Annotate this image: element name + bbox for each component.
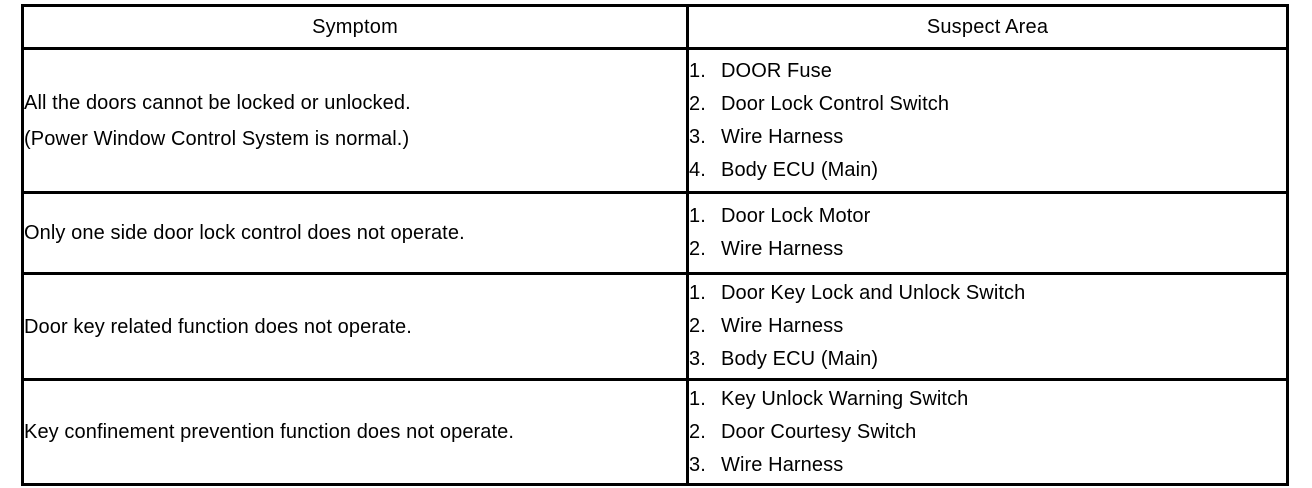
symptom-cell: All the doors cannot be locked or unlock… <box>21 47 689 194</box>
suspect-area-list: 1. Key Unlock Warning Switch 2. Door Cou… <box>689 383 1286 482</box>
table-row: All the doors cannot be locked or unlock… <box>21 47 1289 194</box>
list-item-label: Wire Harness <box>721 125 844 148</box>
list-item-label: Wire Harness <box>721 453 844 476</box>
list-item-number: 2. <box>689 238 706 260</box>
table-row: Key confinement prevention function does… <box>21 378 1289 486</box>
suspect-area-cell: 1. Door Key Lock and Unlock Switch 2. Wi… <box>686 272 1289 381</box>
list-item: 3. Body ECU (Main) <box>689 343 1286 376</box>
list-item: 1. DOOR Fuse <box>689 55 1286 88</box>
header-row: Symptom Suspect Area <box>21 4 1289 50</box>
table-row: Door key related function does not opera… <box>21 272 1289 381</box>
list-item-label: Wire Harness <box>721 238 844 260</box>
suspect-area-cell: 1. Key Unlock Warning Switch 2. Door Cou… <box>686 378 1289 486</box>
symptom-line: All the doors cannot be locked or unlock… <box>24 91 411 114</box>
list-item: 1. Door Key Lock and Unlock Switch <box>689 277 1286 310</box>
list-item-number: 1. <box>689 205 706 227</box>
list-item: 2. Door Lock Control Switch <box>689 88 1286 121</box>
list-item-number: 2. <box>689 420 706 443</box>
list-item-label: Body ECU (Main) <box>721 348 879 370</box>
symptom-line: Only one side door lock control does not… <box>24 222 465 244</box>
list-item-number: 1. <box>689 387 706 410</box>
list-item: 3. Wire Harness <box>689 449 1286 482</box>
column-header-symptom-label: Symptom <box>312 16 398 38</box>
list-item-number: 2. <box>689 315 706 337</box>
troubleshooting-table: Symptom Suspect Area All the doors canno… <box>21 4 1289 486</box>
list-item-label: Wire Harness <box>721 315 844 337</box>
symptom-line: (Power Window Control System is normal.) <box>24 127 410 150</box>
symptom-text: Key confinement prevention function does… <box>24 414 686 450</box>
list-item: 3. Wire Harness <box>689 121 1286 154</box>
column-header-suspect-area-label: Suspect Area <box>926 16 1049 38</box>
table-body: All the doors cannot be locked or unlock… <box>21 47 1289 486</box>
list-item-label: Door Key Lock and Unlock Switch <box>721 282 1026 304</box>
list-item: 1. Key Unlock Warning Switch <box>689 383 1286 416</box>
symptom-cell: Door key related function does not opera… <box>21 272 689 381</box>
list-item-label: Key Unlock Warning Switch <box>721 387 969 410</box>
list-item-label: DOOR Fuse <box>721 59 832 82</box>
symptom-text: Only one side door lock control does not… <box>24 215 686 251</box>
symptom-cell: Key confinement prevention function does… <box>21 378 689 486</box>
suspect-area-cell: 1. Door Lock Motor 2. Wire Harness <box>686 191 1289 275</box>
list-item-number: 3. <box>689 348 706 370</box>
table-row: Only one side door lock control does not… <box>21 191 1289 275</box>
suspect-area-list: 1. Door Key Lock and Unlock Switch 2. Wi… <box>689 277 1286 376</box>
list-item: 4. Body ECU (Main) <box>689 154 1286 187</box>
symptom-text: Door key related function does not opera… <box>24 309 686 345</box>
list-item-number: 1. <box>689 282 706 304</box>
list-item-label: Door Lock Control Switch <box>721 92 950 115</box>
list-item: 2. Wire Harness <box>689 310 1286 343</box>
column-header-symptom: Symptom <box>21 4 689 50</box>
list-item-number: 3. <box>689 125 706 148</box>
suspect-area-cell: 1. DOOR Fuse 2. Door Lock Control Switch… <box>686 47 1289 194</box>
list-item-label: Door Courtesy Switch <box>721 420 917 443</box>
list-item-label: Body ECU (Main) <box>721 158 879 181</box>
symptom-line: Key confinement prevention function does… <box>24 421 515 443</box>
list-item: 1. Door Lock Motor <box>689 200 1286 233</box>
list-item-number: 2. <box>689 92 706 115</box>
table-header: Symptom Suspect Area <box>21 4 1289 50</box>
suspect-area-list: 1. Door Lock Motor 2. Wire Harness <box>689 200 1286 266</box>
list-item-number: 3. <box>689 453 706 476</box>
symptom-line: Door key related function does not opera… <box>24 315 412 338</box>
list-item-number: 4. <box>689 158 706 181</box>
list-item: 2. Wire Harness <box>689 233 1286 266</box>
symptom-text: All the doors cannot be locked or unlock… <box>24 85 686 157</box>
list-item-number: 1. <box>689 59 706 82</box>
list-item-label: Door Lock Motor <box>721 205 871 227</box>
suspect-area-list: 1. DOOR Fuse 2. Door Lock Control Switch… <box>689 55 1286 187</box>
list-item: 2. Door Courtesy Switch <box>689 416 1286 449</box>
symptom-cell: Only one side door lock control does not… <box>21 191 689 275</box>
column-header-suspect-area: Suspect Area <box>686 4 1289 50</box>
